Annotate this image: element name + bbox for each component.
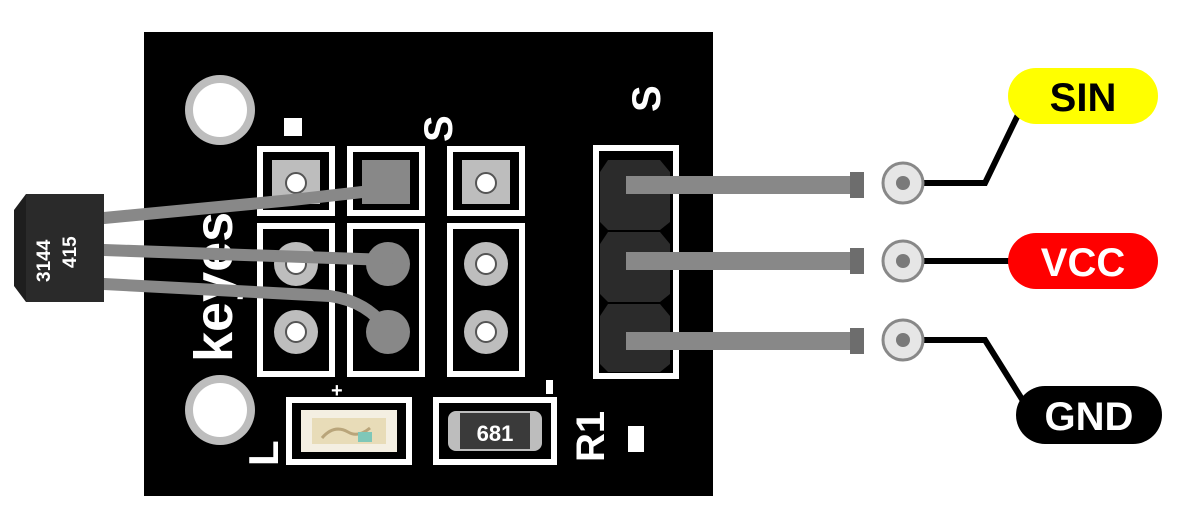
sensor-legs xyxy=(98,184,394,338)
hall-sensor: 3144 415 xyxy=(14,194,104,302)
terminal-sin xyxy=(881,161,925,205)
pin-label-sin: SIN xyxy=(1008,68,1158,124)
sensor-part-number: 3144 xyxy=(34,239,55,282)
led-component xyxy=(286,397,412,465)
resistor-component: 681 xyxy=(433,397,557,465)
pin-label-gnd: GND xyxy=(1016,386,1162,444)
header-pins xyxy=(626,172,864,354)
svg-text:VCC: VCC xyxy=(1041,241,1125,285)
resistor-value: 681 xyxy=(477,421,514,446)
svg-text:GND: GND xyxy=(1045,395,1134,439)
sensor-batch-code: 415 xyxy=(60,236,81,268)
minus-mark-left xyxy=(284,118,302,136)
mounting-hole-top xyxy=(185,75,255,145)
terminal-gnd xyxy=(881,318,925,362)
pad-column-left xyxy=(257,146,335,377)
mounting-hole-bottom xyxy=(185,375,255,445)
pin-label-vcc: VCC xyxy=(1008,233,1158,289)
signal-mark-header: S xyxy=(625,85,669,112)
led-label: L xyxy=(240,440,287,466)
pad-column-right xyxy=(447,146,525,377)
svg-text:SIN: SIN xyxy=(1050,76,1117,120)
terminal-vcc xyxy=(881,239,925,283)
plus-mark-led: + xyxy=(331,380,343,402)
minus-mark-led xyxy=(546,380,553,394)
minus-mark-bottom xyxy=(628,426,644,452)
resistor-ref-label: R1 xyxy=(569,411,613,462)
signal-mark-mid: S xyxy=(417,115,461,142)
